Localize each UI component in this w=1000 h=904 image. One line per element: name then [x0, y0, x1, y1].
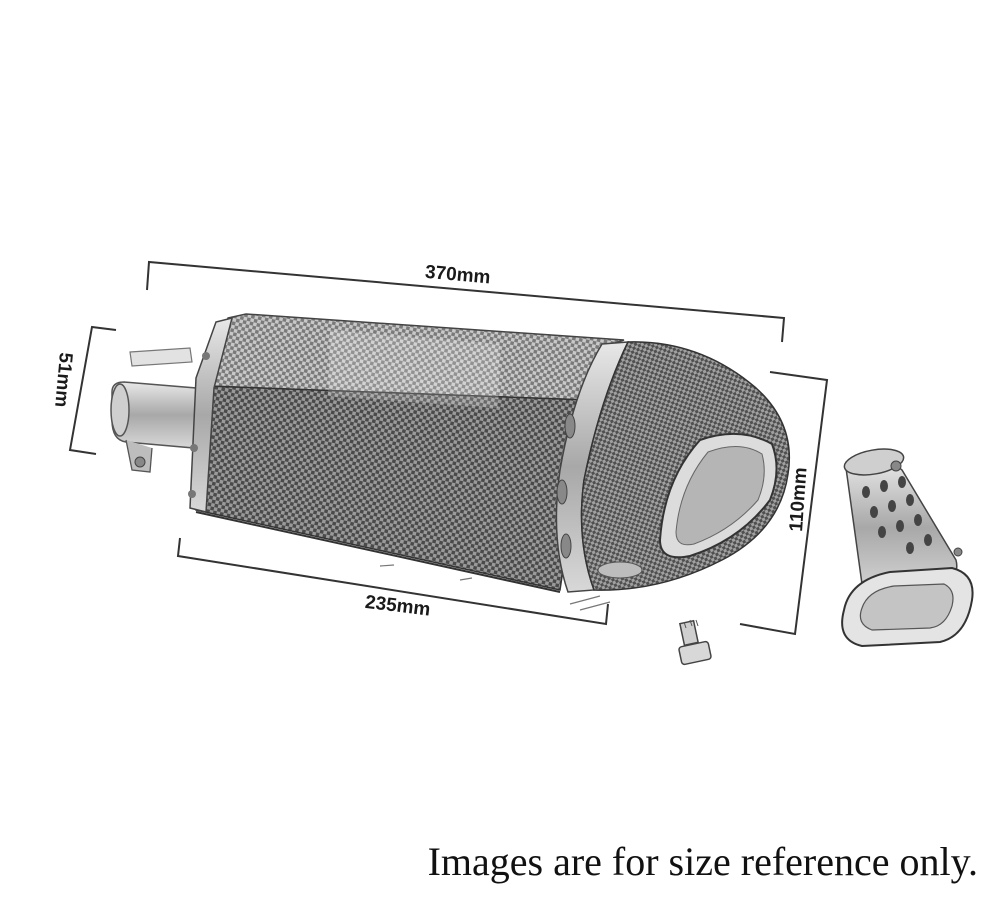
caption: Images are for size reference only.: [427, 839, 978, 884]
db-killer-insert: [841, 448, 974, 648]
muffler-body: [188, 313, 625, 593]
inlet-pipe: [110, 381, 197, 473]
dimension-370mm: [146, 260, 786, 343]
carbon-tip: [580, 341, 791, 591]
dimension-110mm: [739, 371, 829, 636]
sketch-marks: [379, 564, 611, 611]
outlet-band: [555, 341, 630, 593]
dimension-label-110mm: 110mm: [786, 467, 811, 533]
bolt: [678, 619, 712, 666]
dimension-235mm: [176, 537, 609, 626]
dimension-label-235mm: 235mm: [364, 592, 432, 621]
dimension-51mm: [68, 325, 117, 455]
dimension-label-370mm: 370mm: [424, 262, 491, 289]
dimension-label-51mm: 51mm: [50, 352, 76, 409]
